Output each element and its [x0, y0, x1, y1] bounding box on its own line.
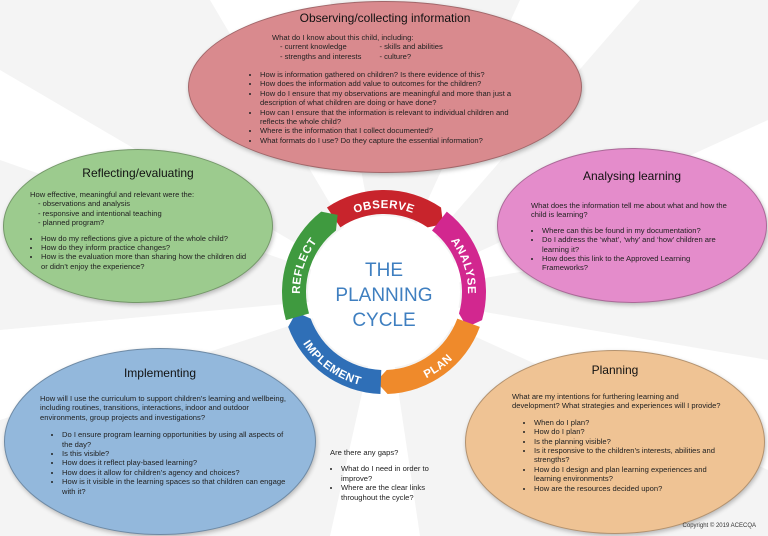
analysing-bullet: Do I address the ‘what’, ‘why’ and ‘how’… — [542, 235, 736, 254]
gaps-section: Are there any gaps? What do I need in or… — [330, 448, 450, 502]
planning-title: Planning — [591, 363, 639, 377]
observing-intro: What do I know about this child, includi… — [272, 33, 414, 42]
reflecting-bullet: How do my reflections give a picture of … — [41, 234, 250, 243]
observing-bullet: How does the information add value to ou… — [260, 79, 529, 88]
observing-bullet: Where is the information that I collect … — [260, 126, 529, 135]
cycle-segment-implement — [288, 312, 382, 394]
implementing-title: Implementing — [123, 366, 197, 380]
analysing-intro: What does the information tell me about … — [531, 201, 727, 220]
observing-bubble: Observing/collecting information What do… — [188, 1, 582, 173]
gaps-bullet: Where are the clear links throughout the… — [341, 483, 450, 502]
cycle-center-line2: PLANNING — [335, 285, 432, 306]
reflecting-item: - planned program? — [38, 218, 105, 228]
observing-item: - skills and abilities — [379, 42, 443, 52]
observing-bullet: How do I ensure that my observations are… — [260, 89, 529, 108]
observing-bullet: How is information gathered on children?… — [260, 70, 529, 79]
planning-bullet: How are the resources decided upon? — [534, 484, 727, 493]
analysing-title: Analysing learning — [582, 169, 682, 183]
cycle-segment-reflect — [282, 211, 338, 321]
cycle-segment-plan — [376, 318, 480, 394]
gaps-title: Are there any gaps? — [330, 448, 399, 457]
implementing-bullet: How is it visible in the learning spaces… — [62, 477, 290, 496]
cycle-segment-observe — [326, 190, 444, 228]
planning-intro: What are my intentions for furthering le… — [512, 392, 721, 411]
analysing-bullet: Where can this be found in my documentat… — [542, 226, 736, 235]
observing-bullet: What formats do I use? Do they capture t… — [260, 136, 529, 145]
cycle-center-line1: THE — [365, 260, 403, 281]
cycle-segment-analyse — [432, 211, 486, 328]
planning-bubble: Planning What are my intentions for furt… — [465, 350, 765, 534]
implementing-bullet: How does it reflect play-based learning? — [62, 458, 290, 467]
reflecting-bullet: How do they inform practice changes? — [41, 243, 250, 252]
observing-item: - current knowledge — [280, 42, 347, 52]
implementing-bullet: Do I ensure program learning opportuniti… — [62, 430, 290, 449]
planning-bullet: Is the planning visible? — [534, 437, 727, 446]
reflecting-bullet: How is the evaluation more than sharing … — [41, 252, 250, 271]
reflecting-intro: How effective, meaningful and relevant w… — [30, 190, 195, 199]
cycle-label-observe: OBSERVE — [352, 199, 416, 216]
implementing-bullet: Is this visible? — [62, 449, 290, 458]
reflecting-title: Reflecting/evaluating — [82, 166, 194, 180]
gaps-bullet: What do I need in order to improve? — [341, 464, 450, 483]
analysing-bubble: Analysing learning What does the informa… — [497, 148, 767, 303]
observing-item: - strengths and interests — [280, 51, 362, 61]
planning-bullet: When do I plan? — [534, 418, 727, 427]
implementing-bubble: Implementing How will I use the curricul… — [4, 348, 316, 535]
analysing-bullet: How does this link to the Approved Learn… — [542, 254, 736, 273]
planning-bullet: How do I design and plan learning experi… — [534, 465, 727, 484]
planning-bullet: Is it responsive to the children’s inter… — [534, 446, 727, 465]
observing-bullet: How can I ensure that the information is… — [260, 108, 529, 127]
copyright: Copyright © 2019 ACECQA — [682, 523, 756, 529]
planning-bullet: How do I plan? — [534, 427, 727, 436]
observing-item: - culture? — [379, 51, 412, 61]
implementing-intro: How will I use the curriculum to support… — [40, 394, 286, 422]
observing-title: Observing/collecting information — [299, 11, 471, 25]
reflecting-bubble: Reflecting/evaluating How effective, mea… — [3, 149, 273, 303]
ring-center — [308, 216, 460, 368]
reflecting-item: - observations and analysis — [38, 199, 131, 209]
implementing-bullet: How does it allow for children’s agency … — [62, 468, 290, 477]
cycle-center-line3: CYCLE — [352, 310, 415, 331]
reflecting-item: - responsive and intentional teaching — [38, 208, 162, 218]
